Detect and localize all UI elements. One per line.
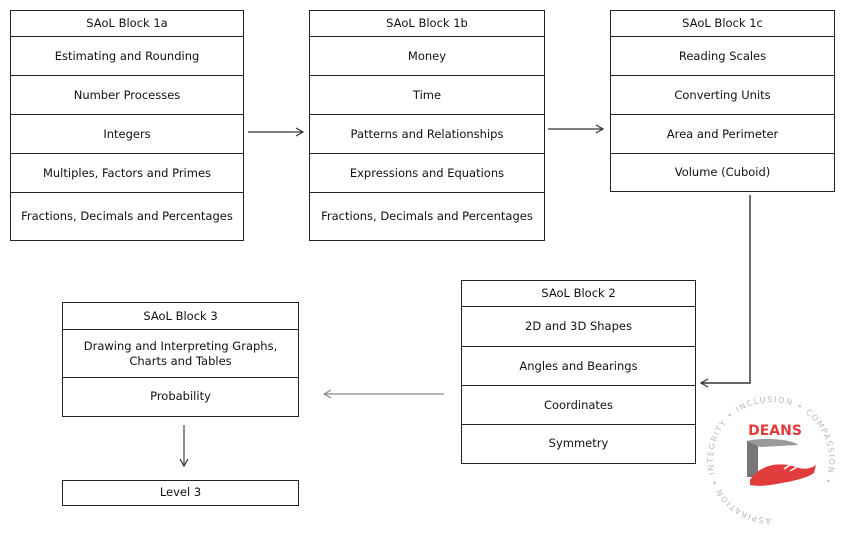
block-1b-item: Patterns and Relationships bbox=[310, 115, 544, 154]
block-1a-item: Multiples, Factors and Primes bbox=[11, 154, 243, 193]
block-1b-item: Fractions, Decimals and Percentages bbox=[321, 208, 533, 223]
arrow-1c-to-2 bbox=[699, 195, 751, 388]
block-2-item: 2D and 3D Shapes bbox=[462, 307, 695, 347]
block-1c-title: SAoL Block 1c bbox=[611, 11, 834, 37]
block-3-item: Drawing and Interpreting Graphs, Charts … bbox=[63, 330, 298, 378]
block-2-title: SAoL Block 2 bbox=[462, 281, 695, 307]
block-1a: SAoL Block 1a Estimating and Rounding Nu… bbox=[10, 10, 244, 241]
block-1a-title: SAoL Block 1a bbox=[11, 11, 243, 37]
block-1a-item: Number Processes bbox=[11, 76, 243, 115]
block-1b-item: Expressions and Equations bbox=[310, 154, 544, 193]
block-2-item: Symmetry bbox=[548, 436, 609, 451]
level-3-box: Level 3 bbox=[62, 480, 299, 506]
block-1c-item: Area and Perimeter bbox=[611, 115, 834, 154]
block-3-item: Probability bbox=[150, 389, 211, 404]
block-2: SAoL Block 2 2D and 3D Shapes Angles and… bbox=[461, 280, 696, 464]
block-2-item: Angles and Bearings bbox=[462, 347, 695, 386]
block-1c-item: Reading Scales bbox=[611, 37, 834, 76]
block-1c-item: Volume (Cuboid) bbox=[674, 164, 771, 179]
block-1a-item: Integers bbox=[11, 115, 243, 154]
block-3: SAoL Block 3 Drawing and Interpreting Gr… bbox=[62, 302, 299, 417]
block-1c: SAoL Block 1c Reading Scales Converting … bbox=[610, 10, 835, 192]
logo-name: DEANS bbox=[748, 423, 802, 439]
deans-logo: ASPIRATION • INTEGRITY • INCLUSION • COM… bbox=[706, 395, 836, 525]
block-1a-item: Estimating and Rounding bbox=[11, 37, 243, 76]
level-3-label: Level 3 bbox=[159, 485, 202, 500]
block-1b-title: SAoL Block 1b bbox=[310, 11, 544, 37]
logo-ring-text: ASPIRATION • INTEGRITY • INCLUSION • COM… bbox=[706, 395, 835, 525]
block-1b-item: Time bbox=[310, 76, 544, 115]
hand-logo-icon bbox=[747, 438, 816, 486]
block-1b: SAoL Block 1b Money Time Patterns and Re… bbox=[309, 10, 545, 241]
block-3-title: SAoL Block 3 bbox=[63, 303, 298, 330]
block-1a-item: Fractions, Decimals and Percentages bbox=[21, 208, 233, 223]
block-1b-item: Money bbox=[310, 37, 544, 76]
svg-text:ASPIRATION • INTEGRITY • INCLU: ASPIRATION • INTEGRITY • INCLUSION • COM… bbox=[706, 395, 836, 525]
block-2-item: Coordinates bbox=[462, 386, 695, 425]
block-1c-item: Converting Units bbox=[611, 76, 834, 115]
